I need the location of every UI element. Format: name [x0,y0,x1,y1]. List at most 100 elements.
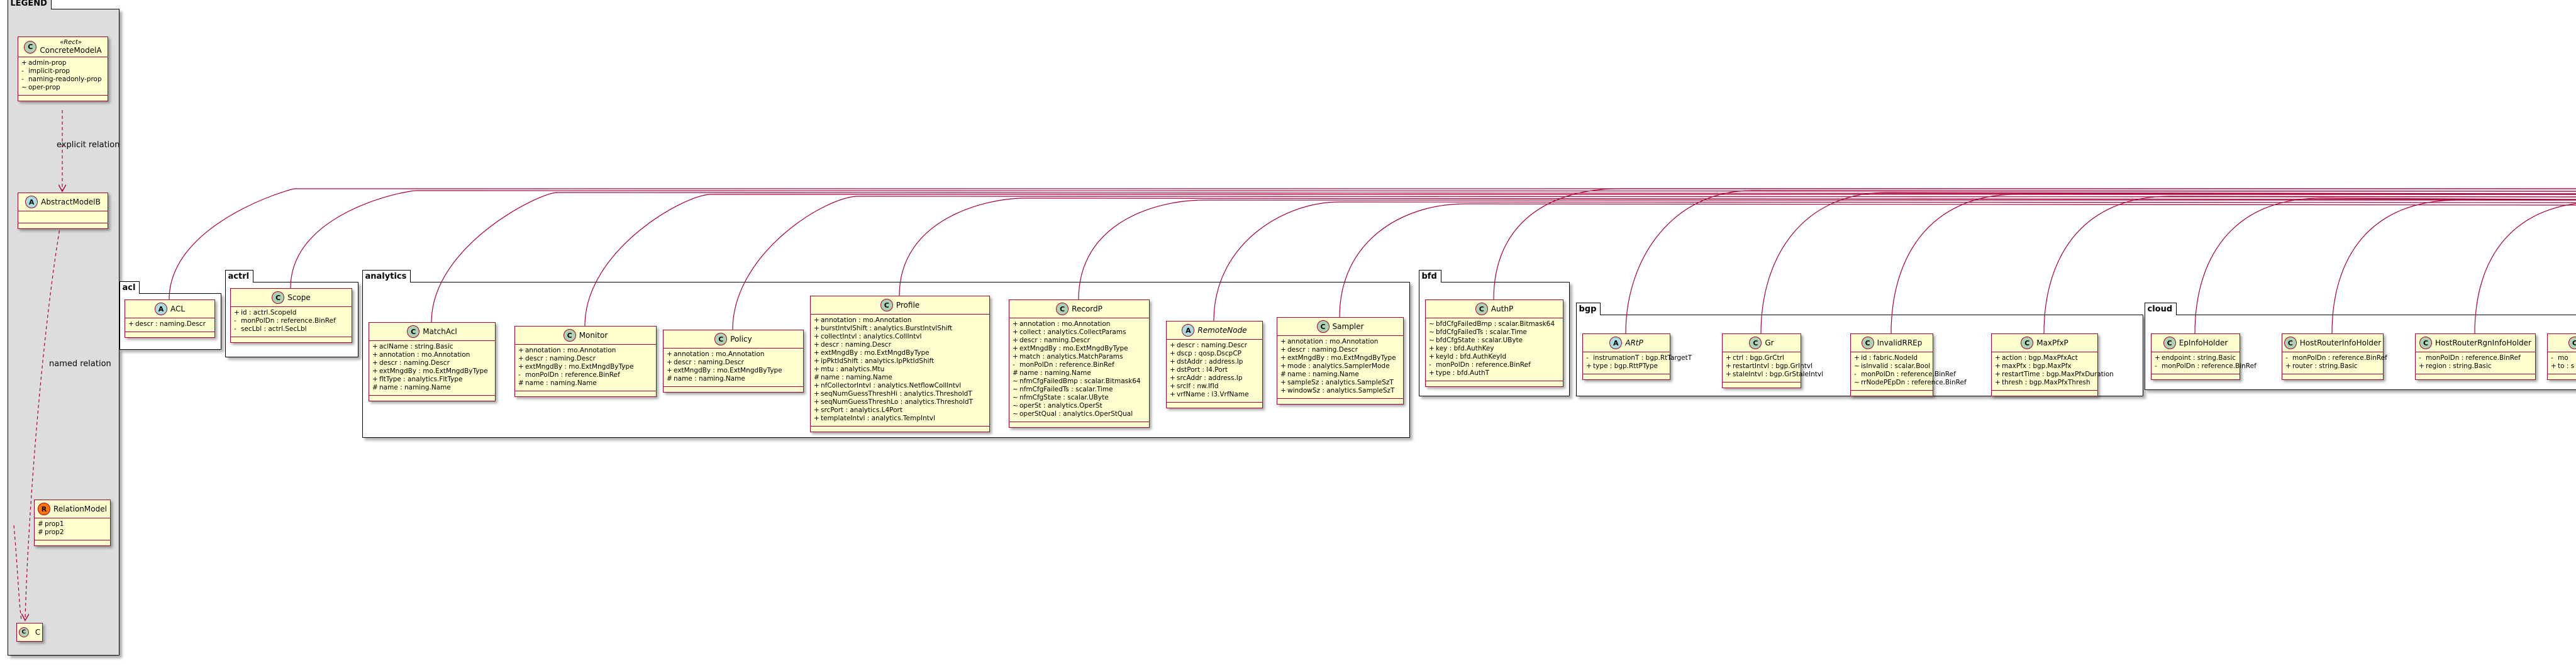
visibility-icon: ~ [21,84,27,91]
attribute-text: nfmCfgFailedBmp : scalar.Bitmask64 [1019,377,1141,385]
relation-edge-an-monitor [584,194,2576,327]
attribute-text: monPolDn : reference.BinRef [1436,361,1531,369]
attribute-text: extMngdBy : mo.ExtMngdByType [674,367,782,374]
class-attribute: +mtu : analytics.Mtu [814,366,986,374]
class-attribute: ~bfdCfgState : scalar.UByte [1429,337,1560,345]
attribute-text: monPolDn : reference.BinRef [525,371,620,379]
class-lg-concrete[interactable]: C«Rect»ConcreteModelA+admin-prop-implici… [18,36,108,101]
attribute-text: annotation : mo.Annotation [379,351,470,359]
visibility-icon: + [814,357,819,365]
relation-edge-bgp-artp [1625,190,2576,334]
class-attributes: ~bfdCfgFailedBmp : scalar.Bitmask64~bfdC… [1426,318,1563,381]
class-attribute: +nfCollectorIntvl : analytics.NetflowCol… [814,382,986,390]
visibility-icon: + [372,351,378,359]
class-attribute: +id : actrl.ScopeId [234,309,348,317]
class-attribute: +annotation : mo.Annotation [1280,338,1400,346]
visibility-icon: + [1280,362,1286,370]
visibility-icon: - [1013,361,1015,369]
visibility-icon: + [814,366,819,373]
visibility-icon: # [518,379,524,387]
class-attribute: -monPolDn : reference.BinRef [518,371,653,379]
class-name: MatchAcl [423,327,457,336]
attribute-text: ctrl : bgp.GrCtrl [1733,354,1784,362]
class-kind-badge-icon: A [25,196,38,208]
attribute-text: operSt : analytics.OperSt [1019,402,1102,410]
attribute-text: rrNodePEpDn : reference.BinRef [1861,379,1967,386]
class-operations [2282,374,2383,379]
class-attribute: +collectIntvl : analytics.CollIntvl [814,333,986,341]
class-name: Policy [730,335,752,344]
visibility-icon: - [1429,361,1431,369]
class-attribute: +keyId : bfd.AuthKeyId [1429,353,1560,361]
class-attribute: +descr : naming.Descr [372,359,492,367]
attribute-text: type : bfd.AuthT [1436,369,1490,377]
attribute-text: annotation : mo.Annotation [674,350,765,358]
attribute-text: vrfName : l3.VrfName [1177,391,1249,398]
class-attribute: +annotation : mo.Annotation [1013,320,1146,328]
attribute-text: dscp : qosp.DscpCP [1177,350,1242,357]
package-bgp-title: bgp [1575,303,1601,315]
class-operations [2416,374,2535,379]
relation-edge-bfd-authp [1493,188,2576,300]
class-name: ConcreteModelA [40,46,102,55]
attribute-text: fltType : analytics.FltType [379,376,463,383]
class-attribute: +dscp : qosp.DscpCP [1170,350,1259,358]
visibility-icon: - [21,67,24,75]
visibility-icon: + [814,390,819,398]
class-attribute: ~oper-prop [21,84,104,92]
visibility-icon: - [518,371,521,379]
relation-edge-an-sampler [1339,203,2576,318]
class-operations [1426,381,1563,386]
visibility-icon: + [1170,342,1175,349]
class-cl-partial[interactable]: Cmo-mo+to : s [2547,333,2576,380]
visibility-icon: - [1854,371,1857,378]
visibility-icon: ~ [1013,402,1018,410]
visibility-icon: ~ [1854,379,1860,386]
edge-label-explicit: explicit relation [57,140,120,150]
attribute-text: annotation : mo.Annotation [1287,338,1379,345]
class-operations [18,96,108,101]
attribute-text: name : naming.Name [1019,369,1091,377]
visibility-icon: + [667,359,672,366]
visibility-icon: + [814,341,819,349]
class-attribute: +maxPfx : bgp.MaxPfx [1995,362,2094,371]
attribute-text: naming-readonly-prop [28,75,102,83]
class-name: Profile [896,301,920,310]
attribute-text: secLbl : actrl.SecLbl [241,325,307,333]
class-operations [18,223,108,228]
class-attribute: +restartIntvl : bgp.GrIntvl [1726,362,1813,371]
class-attributes: -monPolDn : reference.BinRef+router : st… [2282,352,2387,374]
attribute-text: bfdCfgFailedBmp : scalar.Bitmask64 [1436,320,1555,328]
class-attribute: -monPolDn : reference.BinRef [234,317,348,325]
visibility-icon: + [1280,379,1286,386]
relation-edge-acl-acl [169,188,2576,300]
class-attribute: -monPolDn : reference.BinRef [2155,362,2257,371]
class-attribute: +descr : naming.Descr [1013,337,1146,345]
attribute-text: descr : naming.Descr [379,359,450,367]
